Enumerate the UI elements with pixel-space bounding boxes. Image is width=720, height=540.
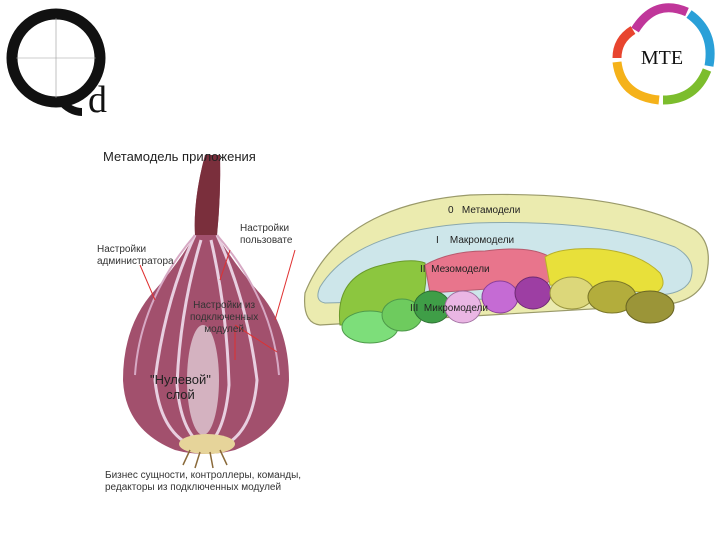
layer-label-meso: II Мезомодели bbox=[420, 264, 490, 275]
label-module-settings-line-1: Настройки из bbox=[193, 300, 256, 311]
layer-text-micro: Микромодели bbox=[423, 303, 489, 314]
micro-ellipse-7 bbox=[549, 276, 595, 310]
label-zero-layer: "Нулевой" слой bbox=[150, 372, 211, 402]
layer-numeral-meta: 0 bbox=[448, 205, 454, 216]
onion-title: Метамодель приложения bbox=[103, 149, 256, 164]
layer-text-meso: Мезомодели bbox=[431, 264, 490, 275]
mte-logo-text: MTE bbox=[641, 47, 683, 69]
layer-numeral-meso: II bbox=[420, 264, 426, 275]
label-admin-settings-line-2: администратора bbox=[97, 256, 174, 267]
qd-logo-icon: d bbox=[6, 8, 107, 121]
label-admin-settings-line-1: Настройки bbox=[97, 244, 147, 255]
layer-numeral-micro: III bbox=[410, 303, 419, 314]
onion-neck bbox=[194, 155, 221, 235]
onion-image bbox=[123, 155, 296, 469]
layer-numeral-macro: I bbox=[436, 235, 439, 246]
layer-text-meta: Метамодели bbox=[461, 205, 521, 216]
layer-label-macro: I Макромодели bbox=[436, 235, 514, 246]
onion-roots bbox=[179, 434, 235, 454]
layer-label-meta: 0 Метамодели bbox=[448, 205, 520, 216]
mte-logo-icon: MTE bbox=[612, 3, 715, 105]
label-module-settings: Настройки из подключенных модулей bbox=[190, 300, 258, 336]
label-zero-layer-line-1: "Нулевой" bbox=[150, 372, 211, 387]
micro-ellipse-4 bbox=[444, 290, 482, 324]
label-admin-settings: Настройки администратора bbox=[97, 244, 174, 268]
label-user-settings-line-1: Настройки bbox=[240, 223, 290, 234]
label-base-line-2: редакторы из подключенных модулей bbox=[105, 482, 282, 493]
layer-text-macro: Макромодели bbox=[449, 235, 515, 246]
qd-logo-letter: d bbox=[88, 79, 107, 121]
label-base-line-1: Бизнес сущности, контроллеры, команды, bbox=[105, 470, 302, 481]
label-module-settings-line-2: подключенных bbox=[190, 312, 259, 323]
micro-ellipse-6 bbox=[514, 276, 552, 310]
label-base: Бизнес сущности, контроллеры, команды, р… bbox=[105, 470, 301, 494]
layer-diagram bbox=[303, 193, 709, 344]
label-user-settings: Настройки пользовате bbox=[240, 223, 292, 247]
layer-label-micro: III Микромодели bbox=[410, 303, 488, 314]
onion-bulb bbox=[123, 155, 289, 454]
label-zero-layer-line-2: слой bbox=[166, 387, 195, 402]
label-module-settings-line-3: модулей bbox=[204, 324, 245, 335]
label-user-settings-line-2: пользовате bbox=[240, 235, 293, 246]
micro-ellipse-9 bbox=[625, 290, 675, 324]
